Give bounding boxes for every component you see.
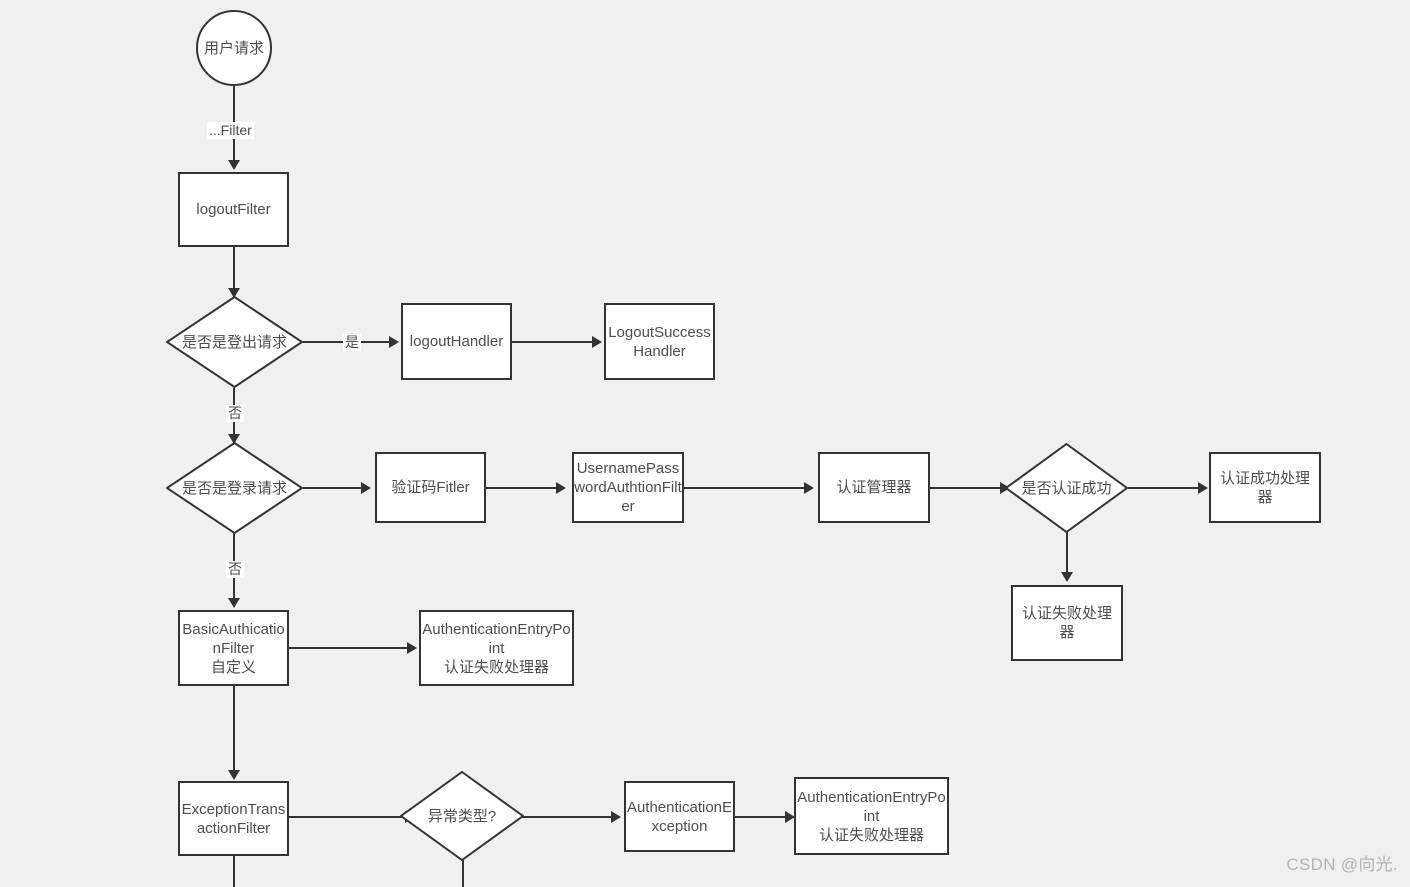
node-auth-entry-point-basic-line2: 认证失败处理器 [443, 658, 549, 676]
arrowhead-authexception-to-entrypoint [785, 811, 795, 823]
edge-basicauth-to-entrypoint [289, 647, 409, 649]
node-logout-filter-label: logoutFilter [196, 201, 271, 218]
edge-authmanager-to-isauthsuccess [930, 487, 1002, 489]
node-exception-type[interactable]: 异常类型? [400, 771, 524, 861]
edge-logoutfilter-to-islogout [233, 247, 235, 299]
node-auth-manager-label: 认证管理器 [836, 479, 912, 496]
node-auth-entry-point-basic-label: AuthenticationEntryPoint 认证失败处理器 [415, 620, 578, 677]
node-is-login-request[interactable]: 是否是登录请求 [166, 442, 303, 534]
arrowhead-basicauth-to-exceptionfilter [228, 770, 240, 780]
arrowhead-logouthandler-to-logoutsuccess [592, 336, 602, 348]
edge-label-no-logout: 否 [226, 405, 244, 422]
node-auth-entry-point-exception-label: AuthenticationEntryPoint 认证失败处理器 [790, 788, 953, 845]
node-exception-translation-filter-label: ExceptionTransactionFilter [181, 800, 286, 837]
node-exception-translation-filter[interactable]: ExceptionTransactionFilter [178, 781, 289, 856]
node-exception-type-label: 异常类型? [427, 807, 497, 825]
arrowhead-request-to-logoutfilter [228, 160, 240, 170]
edge-label-filter-chain: ...Filter [207, 122, 254, 139]
node-basic-authentication-filter[interactable]: BasicAuthicationFilter 自定义 [178, 610, 289, 686]
node-is-auth-success-label: 是否认证成功 [1021, 479, 1112, 497]
node-is-auth-success[interactable]: 是否认证成功 [1005, 443, 1128, 533]
arrowhead-islogin-to-captcha [361, 482, 371, 494]
node-auth-entry-point-basic[interactable]: AuthenticationEntryPoint 认证失败处理器 [419, 610, 574, 686]
arrowhead-isauthsuccess-to-failurehandler [1061, 572, 1073, 582]
node-auth-failure-handler[interactable]: 认证失败处理器 [1011, 585, 1123, 661]
node-is-logout-request-label: 是否是登出请求 [181, 333, 287, 351]
edge-exceptiontype-continues-down [462, 860, 464, 887]
diamond-shape-icon [166, 442, 303, 534]
arrowhead-upauthfilter-to-authmanager [804, 482, 814, 494]
diamond-shape-icon [166, 296, 303, 388]
node-basic-authentication-filter-label: BasicAuthicationFilter 自定义 [174, 620, 293, 677]
arrowhead-exceptiontype-to-authexception [611, 811, 621, 823]
diamond-shape-icon [1005, 443, 1128, 533]
node-logout-success-handler-label: LogoutSuccessHandler [608, 323, 711, 360]
edge-exceptionfilter-continues-down [233, 856, 235, 887]
node-is-login-request-label: 是否是登录请求 [181, 479, 287, 497]
edge-isauthsuccess-to-failurehandler [1066, 528, 1068, 576]
node-captcha-filter[interactable]: 验证码Fitler [375, 452, 486, 523]
edge-upauthfilter-to-authmanager [684, 487, 806, 489]
node-is-logout-request[interactable]: 是否是登出请求 [166, 296, 303, 388]
arrowhead-islogout-yes-to-logouthandler [389, 336, 399, 348]
csdn-watermark: CSDN @向光. [1286, 855, 1398, 874]
node-authentication-exception[interactable]: AuthenticationException [624, 781, 735, 852]
arrowhead-logoutfilter-to-islogout [228, 288, 240, 298]
edge-islogin-to-captcha [303, 487, 363, 489]
node-auth-entry-point-exception-line1: AuthenticationEntryPoint [797, 788, 946, 825]
node-auth-failure-handler-label: 认证失败处理器 [1021, 605, 1112, 641]
node-username-password-auth-filter[interactable]: UsernamePasswordAuthtionFilter [572, 452, 684, 523]
edge-isauthsuccess-to-successhandler [1128, 487, 1202, 489]
node-logout-handler[interactable]: logoutHandler [401, 303, 512, 380]
node-user-request-label: 用户请求 [204, 39, 265, 57]
node-auth-entry-point-exception[interactable]: AuthenticationEntryPoint 认证失败处理器 [794, 777, 949, 855]
edge-label-yes-logout: 是 [343, 334, 361, 351]
node-authentication-exception-label: AuthenticationException [626, 798, 733, 835]
edge-exceptiontype-to-authexception [519, 816, 613, 818]
edge-label-no-login: 否 [226, 561, 244, 578]
node-username-password-auth-filter-label: UsernamePasswordAuthtionFilter [574, 460, 682, 515]
node-auth-entry-point-basic-line1: AuthenticationEntryPoint [422, 620, 571, 657]
arrowhead-basicauth-to-entrypoint [407, 642, 417, 654]
edge-logouthandler-to-logoutsuccess [512, 341, 594, 343]
edge-basicauth-to-exceptionfilter [233, 686, 235, 776]
node-logout-handler-label: logoutHandler [409, 333, 504, 350]
node-basic-authentication-filter-line2: 自定义 [210, 658, 256, 676]
diamond-shape-icon [400, 771, 524, 861]
node-auth-success-handler[interactable]: 认证成功处理器 [1209, 452, 1321, 523]
node-auth-manager[interactable]: 认证管理器 [818, 452, 930, 523]
arrowhead-islogin-no-to-basicauth [228, 598, 240, 608]
node-logout-filter[interactable]: logoutFilter [178, 172, 289, 247]
arrowhead-captcha-to-upauthfilter [556, 482, 566, 494]
node-basic-authentication-filter-line1: BasicAuthicationFilter [182, 620, 285, 657]
edge-authexception-to-entrypoint [735, 816, 787, 818]
node-logout-success-handler[interactable]: LogoutSuccessHandler [604, 303, 715, 380]
arrowhead-islogout-no-to-islogin [228, 434, 240, 444]
arrowhead-isauthsuccess-to-successhandler [1198, 482, 1208, 494]
edge-captcha-to-upauthfilter [486, 487, 558, 489]
node-auth-entry-point-exception-line2: 认证失败处理器 [818, 826, 924, 844]
node-captcha-filter-label: 验证码Fitler [391, 479, 470, 496]
node-auth-success-handler-label: 认证成功处理器 [1219, 469, 1310, 506]
node-user-request[interactable]: 用户请求 [196, 10, 272, 86]
edge-exceptionfilter-to-exceptiontype [289, 816, 407, 818]
